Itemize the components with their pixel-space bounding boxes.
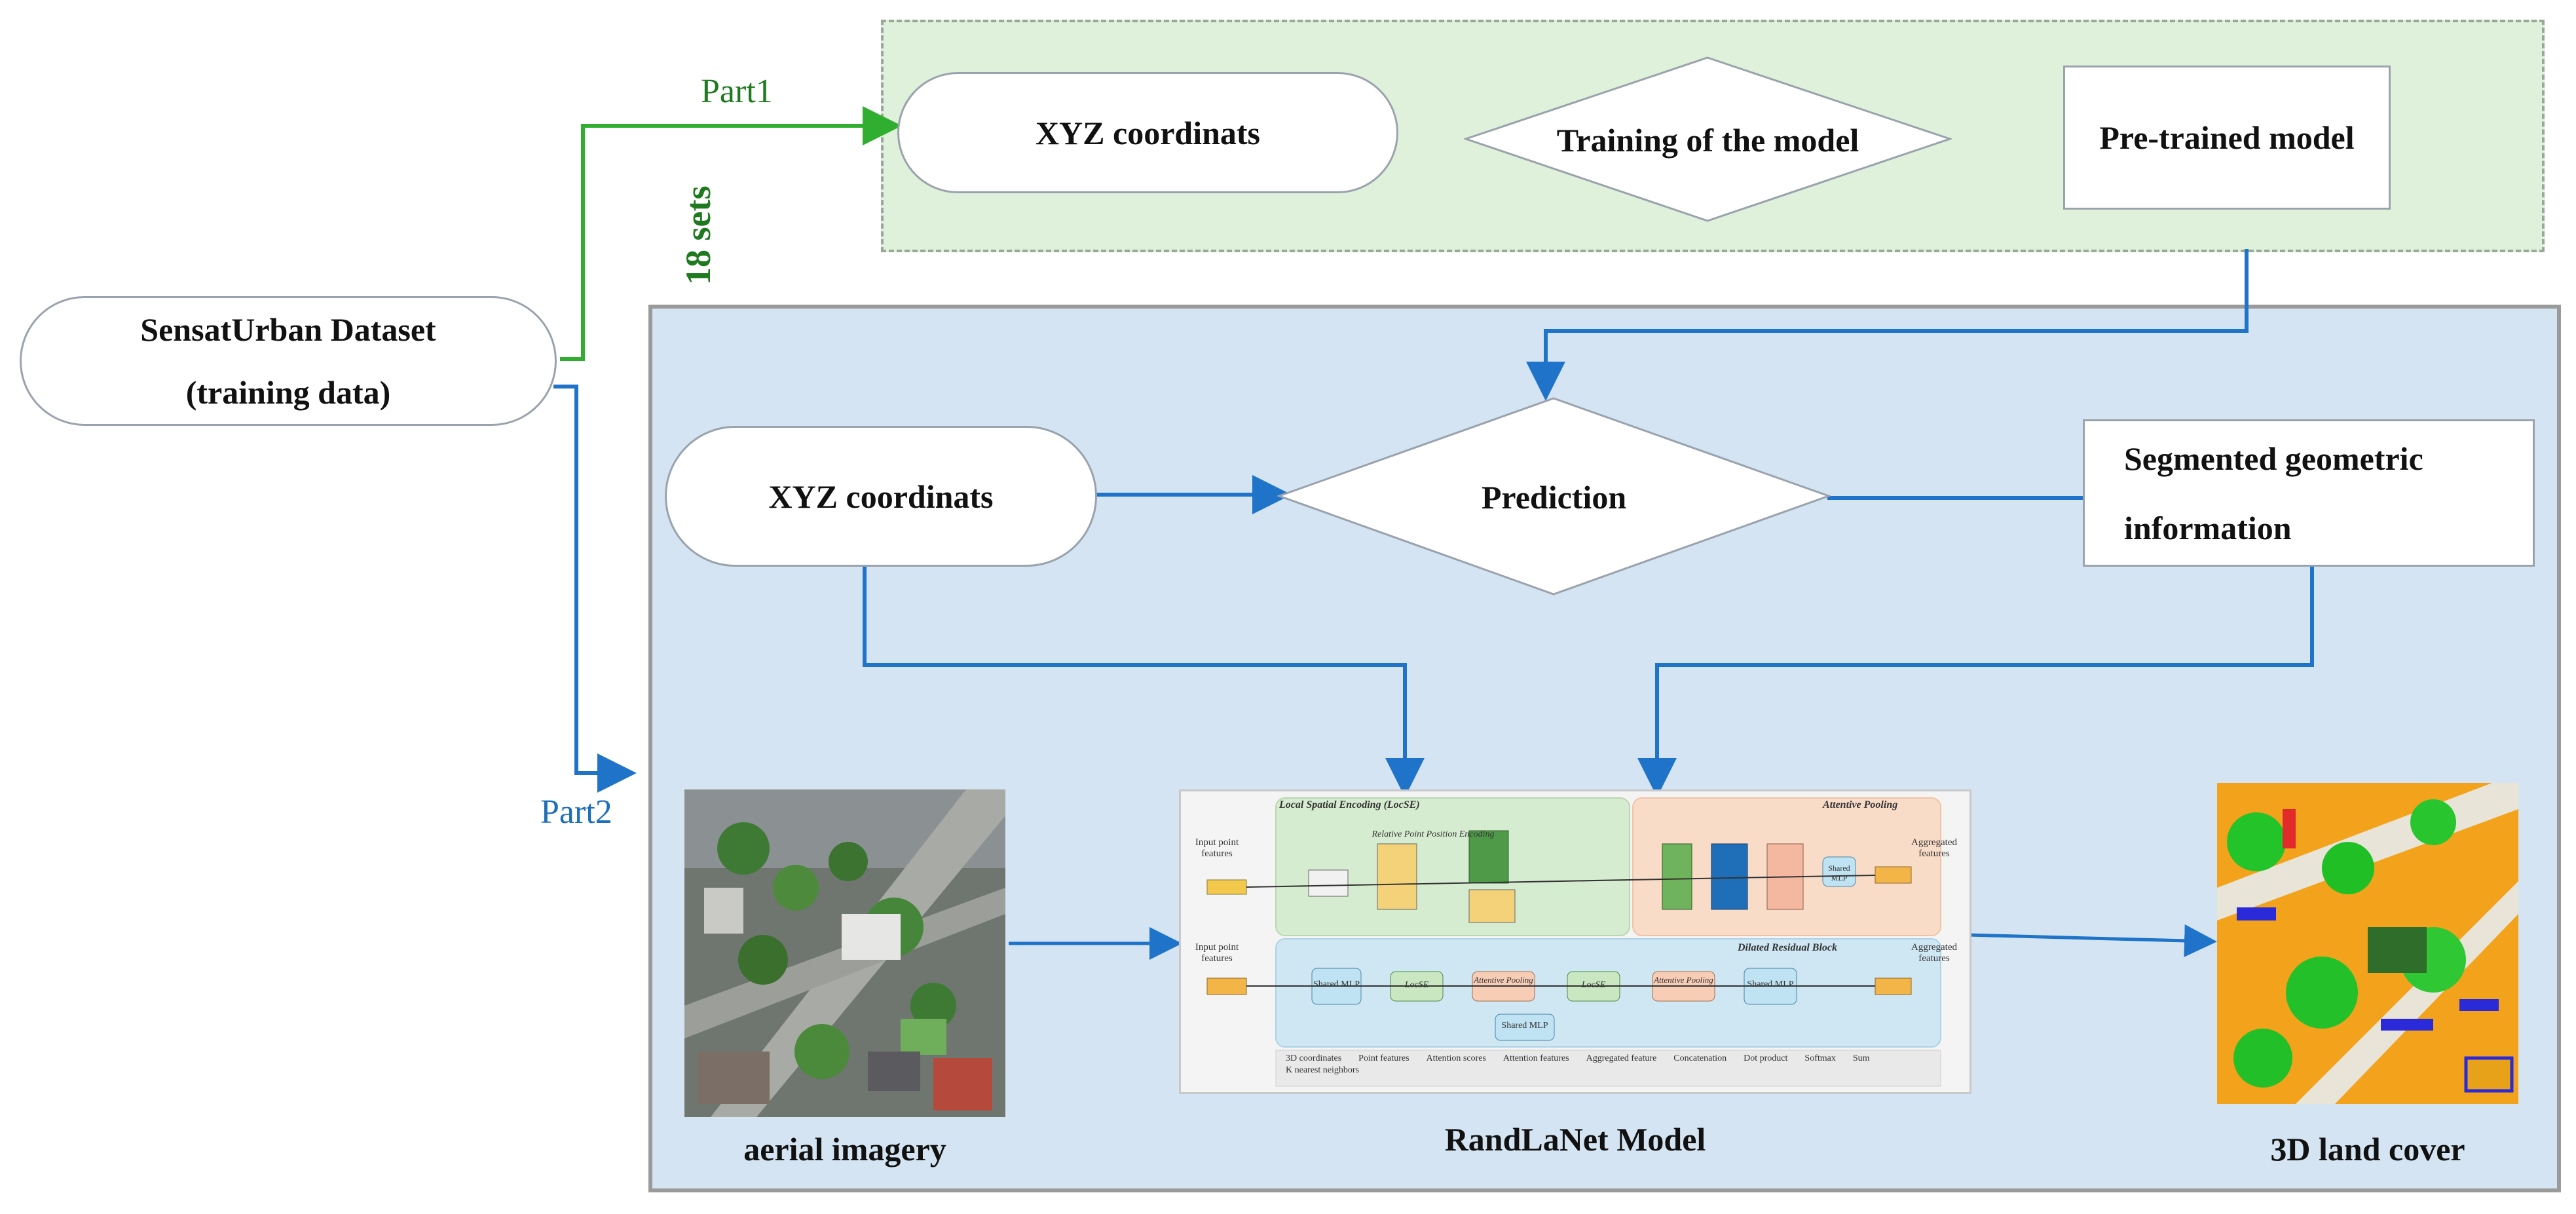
- training-step-label: Training of the model: [1556, 122, 1859, 159]
- attentive-title: Attentive Pooling: [1823, 799, 1898, 810]
- aggregated-label-2: Aggregated features: [1911, 942, 1957, 964]
- model-to-landcover-arrow: [1968, 924, 2217, 957]
- locse-title: Local Spatial Encoding (LocSE): [1279, 799, 1420, 810]
- pretrained-model-node: Pre-trained model: [2063, 66, 2391, 210]
- segmented-line1: Segmented geometric: [2124, 440, 2423, 477]
- training-xyz-label: XYZ coordinats: [1035, 114, 1261, 151]
- input-features-label-2: Input point features: [1195, 942, 1239, 964]
- training-xyz-node: XYZ coordinats: [897, 72, 1398, 193]
- input-features-label: Input point features: [1195, 837, 1239, 859]
- locse-2: LocSE: [1581, 980, 1606, 990]
- pretrained-model-label: Pre-trained model: [2099, 119, 2355, 156]
- training-decision-node: [1464, 56, 1952, 222]
- sets-label: 18 sets: [679, 185, 718, 285]
- legend-item: Attention scores: [1426, 1053, 1486, 1063]
- relative-pos-label: Relative Point Position Encoding: [1372, 829, 1495, 839]
- segmented-info-node: Segmented geometric information: [2083, 419, 2535, 567]
- prediction-xyz-node: XYZ coordinats: [665, 426, 1097, 567]
- shared-mlp-3: Shared MLP: [1501, 1021, 1548, 1031]
- dataset-line1: SensatUrban Dataset: [140, 311, 436, 348]
- randlanet-figure: Local Spatial Encoding (LocSE) Attentive…: [1179, 789, 1971, 1094]
- locse-1: LocSE: [1404, 980, 1429, 990]
- attentive-pooling-2: Attentive Pooling: [1654, 975, 1713, 985]
- legend-item: Dot product: [1744, 1053, 1788, 1063]
- part1-label: Part1: [701, 73, 773, 110]
- drb-title: Dilated Residual Block: [1738, 942, 1837, 953]
- aerial-imagery: [684, 789, 1005, 1117]
- randlanet-legend: 3D coordinates Point features Attention …: [1286, 1053, 1941, 1076]
- part1-arrow: [560, 106, 902, 361]
- landcover-label: 3D land cover: [2270, 1131, 2465, 1167]
- prediction-xyz-label: XYZ coordinats: [768, 478, 994, 515]
- legend-item: Softmax: [1804, 1053, 1836, 1063]
- aerial-label: aerial imagery: [743, 1131, 946, 1167]
- legend-item: Sum: [1852, 1053, 1870, 1063]
- prediction-step-label: Prediction: [1481, 479, 1627, 516]
- segmented-to-model-arrow: [1637, 567, 2314, 797]
- attentive-pooling-1: Attentive Pooling: [1474, 975, 1533, 985]
- dataset-line2: (training data): [185, 374, 391, 411]
- legend-item: K nearest neighbors: [1286, 1065, 1359, 1075]
- legend-item: 3D coordinates: [1286, 1053, 1342, 1063]
- shared-mlp-2: Shared MLP: [1747, 979, 1794, 989]
- legend-item: Attention features: [1503, 1053, 1569, 1063]
- shared-mlp-1: Shared MLP: [1313, 979, 1360, 989]
- prediction-decision-node: [1277, 397, 1831, 596]
- part2-label: Part2: [540, 793, 612, 831]
- aggregated-label: Aggregated features: [1911, 837, 1957, 859]
- legend-item: Point features: [1358, 1053, 1409, 1063]
- shared-mlp-4: Shared MLP: [1828, 863, 1850, 882]
- legend-item: Concatenation: [1673, 1053, 1727, 1063]
- land-cover-image: [2217, 783, 2518, 1104]
- xyz-to-model-arrow: [863, 567, 1425, 797]
- model-label: RandLaNet Model: [1444, 1121, 1706, 1158]
- pretrained-to-prediction-arrow: [1526, 249, 2249, 401]
- part2-arrow: [553, 385, 637, 793]
- dataset-node: SensatUrban Dataset (training data): [20, 296, 557, 426]
- segmented-line2: information: [2124, 509, 2292, 546]
- legend-item: Aggregated feature: [1586, 1053, 1657, 1063]
